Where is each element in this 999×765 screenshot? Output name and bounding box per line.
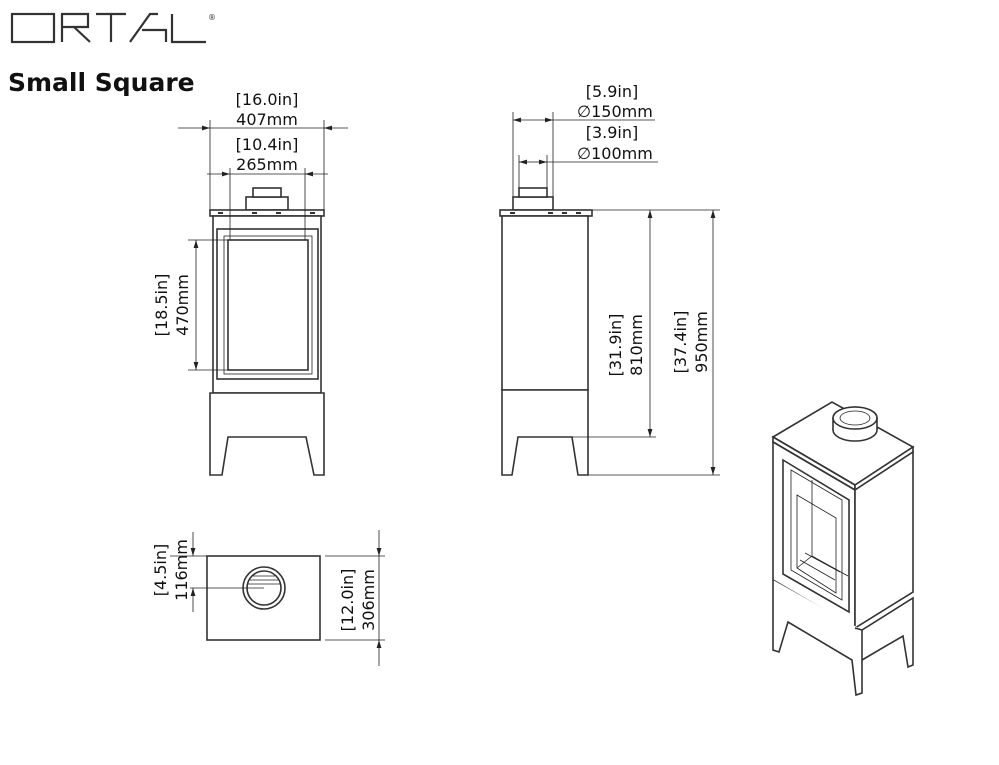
flue-collar-outer bbox=[512, 196, 554, 211]
flue-collar-outer bbox=[245, 196, 289, 211]
registered-mark: ® bbox=[208, 13, 216, 22]
body-height-in-label: [31.9in] bbox=[606, 314, 625, 377]
glass-height-in-label: [18.5in] bbox=[152, 274, 171, 337]
depth-mm-label: 306mm bbox=[359, 569, 378, 631]
side-view: [5.9in] ∅150mm [3.9in] ∅100mm [31.9in] 8… bbox=[499, 82, 720, 476]
total-height-in-label: [37.4in] bbox=[671, 311, 690, 374]
isometric-view bbox=[771, 401, 915, 697]
flue-offset-in-label: [4.5in] bbox=[151, 544, 170, 597]
iso-glass-frame bbox=[782, 458, 850, 614]
front-width-mm-label: 407mm bbox=[236, 110, 298, 129]
glass-window bbox=[227, 239, 309, 371]
front-view: [16.0in] 407mm [10.4in] 265mm [18.5in] 4… bbox=[152, 90, 348, 476]
iso-side bbox=[854, 450, 914, 630]
front-width-in-label: [16.0in] bbox=[236, 90, 299, 109]
flue-outer-in-label: [5.9in] bbox=[586, 82, 639, 101]
depth-in-label: [12.0in] bbox=[338, 569, 357, 632]
flue-collar-inner bbox=[252, 187, 282, 198]
ortal-logo: ® bbox=[10, 12, 216, 44]
flue-collar-inner bbox=[518, 187, 548, 198]
glass-height-mm-label: 470mm bbox=[173, 274, 192, 336]
flue-inner-mm-label: ∅100mm bbox=[577, 144, 653, 163]
stand-legs bbox=[209, 392, 325, 476]
flue-outer-mm-label: ∅150mm bbox=[577, 102, 653, 121]
top-view: [4.5in] 116mm [12.0in] 306mm bbox=[151, 530, 385, 666]
top-plate bbox=[209, 209, 325, 217]
product-title: Small Square bbox=[8, 68, 195, 97]
stand-legs bbox=[501, 389, 589, 476]
total-height-mm-label: 950mm bbox=[692, 311, 711, 373]
flue-offset-mm-label: 116mm bbox=[172, 539, 191, 601]
body-height-mm-label: 810mm bbox=[627, 314, 646, 376]
flue-inner-in-label: [3.9in] bbox=[586, 123, 639, 142]
inner-width-mm-label: 265mm bbox=[236, 155, 298, 174]
inner-width-in-label: [10.4in] bbox=[236, 135, 299, 154]
stove-body bbox=[501, 215, 589, 391]
